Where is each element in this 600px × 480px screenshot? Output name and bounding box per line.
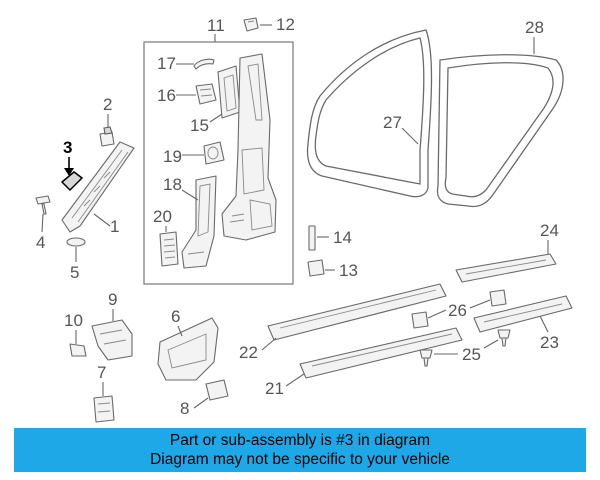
leader-18 (181, 189, 199, 201)
leader-6 (177, 325, 183, 337)
part-23-rear-scuff (473, 295, 573, 333)
callout-5: 5 (70, 263, 79, 282)
part-9-bracket (91, 319, 133, 361)
callout-28: 28 (525, 18, 544, 37)
callout-8: 8 (180, 399, 189, 418)
callout-23: 23 (540, 333, 559, 352)
leader-27 (401, 127, 419, 145)
leader-4 (41, 213, 44, 233)
part-26-clip-right (489, 289, 507, 307)
callout-2: 2 (103, 95, 112, 114)
part-1-a-pillar-trim (61, 141, 135, 233)
leader-26a (427, 309, 447, 319)
leader-26b (469, 299, 491, 309)
subassembly-box-11 (143, 41, 294, 285)
part-26-clip-left (411, 311, 429, 329)
callout-20: 20 (153, 207, 172, 226)
info-banner: Part or sub-assembly is #3 in diagram Di… (14, 428, 586, 472)
banner-line-2: Diagram may not be specific to your vehi… (150, 451, 450, 468)
part-14-pin (308, 225, 316, 251)
part-22-front-sill (267, 283, 447, 341)
callout-6: 6 (171, 307, 180, 326)
part-8-bracket (205, 379, 229, 401)
part-19 (203, 141, 225, 165)
part-11-pillar-trim (221, 53, 277, 241)
callout-25: 25 (462, 345, 481, 364)
part-7-bracket (93, 395, 115, 423)
part-27-front-door-seal (306, 29, 433, 198)
leader-21 (285, 373, 305, 387)
callout-18: 18 (163, 175, 182, 194)
callout-12: 12 (276, 15, 295, 34)
leader-1 (93, 213, 111, 227)
leader-8 (193, 397, 209, 409)
callout-9: 9 (108, 290, 117, 309)
part-6-kick-panel (157, 317, 219, 381)
part-2-clip (99, 126, 115, 147)
callout-13: 13 (339, 261, 358, 280)
callout-21: 21 (265, 379, 284, 398)
part-16 (195, 83, 217, 105)
part-10-plug (69, 343, 87, 357)
part-5-grommet (66, 237, 86, 247)
arrow-3-icon (64, 168, 74, 176)
callout-15: 15 (190, 116, 209, 135)
leader-22 (261, 337, 277, 351)
callout-24: 24 (540, 221, 559, 240)
callout-27: 27 (383, 113, 402, 132)
part-21-front-scuff (299, 327, 463, 379)
banner-line-1: Part or sub-assembly is #3 in diagram (169, 432, 431, 449)
callout-22: 22 (239, 343, 258, 362)
part-3-highlighted (60, 171, 84, 192)
part-18-lower-pillar (181, 175, 217, 269)
leader-25b (483, 339, 499, 349)
callout-11: 11 (207, 16, 225, 35)
callout-17: 17 (157, 54, 176, 73)
part-20-vent (159, 231, 179, 267)
leader-23 (539, 315, 549, 333)
callout-10: 10 (64, 311, 83, 330)
callout-1: 1 (110, 217, 119, 236)
callout-19: 19 (163, 147, 182, 166)
part-25-push-pins (419, 329, 511, 367)
callout-7: 7 (97, 363, 106, 382)
part-4-screw (35, 195, 51, 215)
parts-diagram: 11 12 17 16 15 19 18 20 (35, 15, 573, 423)
part-17 (193, 58, 215, 70)
part-12-clip (243, 17, 259, 32)
callout-16: 16 (157, 86, 176, 105)
part-13-clip (307, 259, 325, 277)
callout-4: 4 (36, 233, 45, 252)
leader-15 (209, 113, 223, 123)
callout-14: 14 (333, 228, 352, 247)
callout-26: 26 (448, 301, 467, 320)
callout-3: 3 (63, 138, 72, 157)
part-28-rear-door-seal (436, 54, 564, 208)
part-24-rear-sill (455, 253, 557, 283)
